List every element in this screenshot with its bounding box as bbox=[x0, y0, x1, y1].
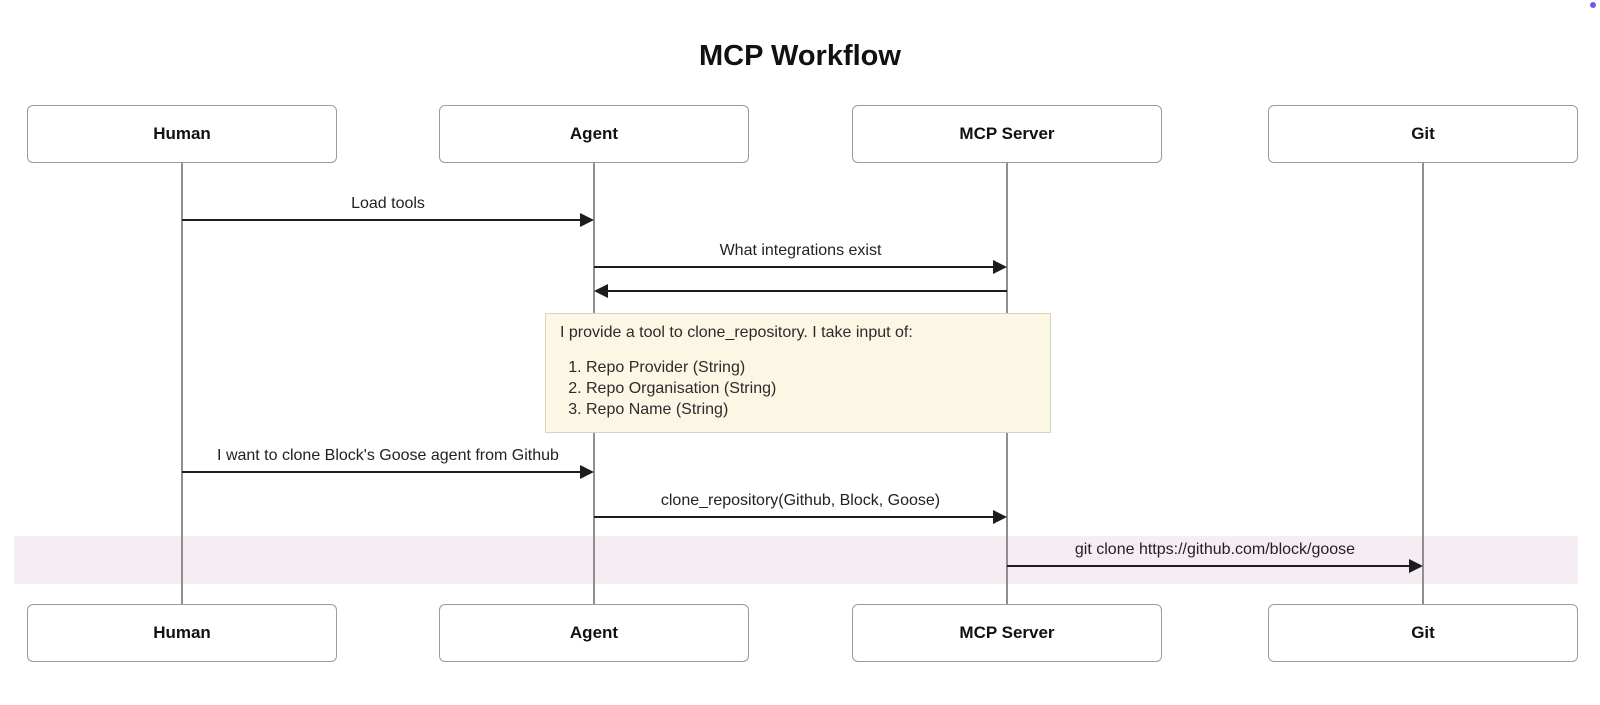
highlight-band bbox=[14, 536, 1578, 584]
participant-human-bottom: Human bbox=[27, 604, 337, 662]
note-list: Repo Provider (String) Repo Organisation… bbox=[560, 357, 1036, 420]
participant-agent-top: Agent bbox=[439, 105, 749, 163]
arrow-line bbox=[594, 516, 995, 518]
participant-agent-bottom: Agent bbox=[439, 604, 749, 662]
participant-label: Human bbox=[153, 124, 211, 143]
arrowhead-left-icon bbox=[594, 284, 608, 298]
arrow-line bbox=[1007, 565, 1411, 567]
arrow-line bbox=[182, 219, 582, 221]
participant-label: MCP Server bbox=[959, 623, 1055, 642]
message-label: Load tools bbox=[351, 195, 425, 212]
participant-human-top: Human bbox=[27, 105, 337, 163]
arrowhead-right-icon bbox=[993, 260, 1007, 274]
note-intro: I provide a tool to clone_repository. I … bbox=[560, 324, 913, 341]
note-item: Repo Provider (String) bbox=[586, 357, 1036, 378]
corner-dot-icon bbox=[1590, 2, 1596, 8]
participant-label: Human bbox=[153, 623, 211, 642]
participant-git-bottom: Git bbox=[1268, 604, 1578, 662]
arrowhead-right-icon bbox=[580, 465, 594, 479]
participant-git-top: Git bbox=[1268, 105, 1578, 163]
participant-label: Agent bbox=[569, 623, 619, 642]
diagram-title: MCP Workflow bbox=[699, 40, 901, 72]
participant-label: Agent bbox=[569, 124, 619, 143]
lifeline-human bbox=[181, 163, 183, 604]
participant-mcp-server-top: MCP Server bbox=[852, 105, 1162, 163]
participant-mcp-server-bottom: MCP Server bbox=[852, 604, 1162, 662]
arrowhead-right-icon bbox=[580, 213, 594, 227]
note-item: Repo Organisation (String) bbox=[586, 378, 1036, 399]
arrow-line bbox=[182, 471, 582, 473]
message-label: git clone https://github.com/block/goose bbox=[1074, 541, 1356, 558]
participant-label: MCP Server bbox=[959, 124, 1055, 143]
participant-label: Git bbox=[1411, 124, 1435, 143]
message-label: What integrations exist bbox=[719, 242, 882, 259]
note-item: Repo Name (String) bbox=[586, 399, 1036, 420]
lifeline-git bbox=[1422, 163, 1424, 604]
participant-label: Git bbox=[1411, 623, 1435, 642]
arrowhead-right-icon bbox=[1409, 559, 1423, 573]
arrow-line bbox=[606, 290, 1007, 292]
message-label: I want to clone Block's Goose agent from… bbox=[217, 447, 559, 464]
arrow-line bbox=[594, 266, 995, 268]
arrowhead-right-icon bbox=[993, 510, 1007, 524]
note-box: I provide a tool to clone_repository. I … bbox=[545, 313, 1051, 433]
message-label: clone_repository(Github, Block, Goose) bbox=[660, 492, 941, 509]
